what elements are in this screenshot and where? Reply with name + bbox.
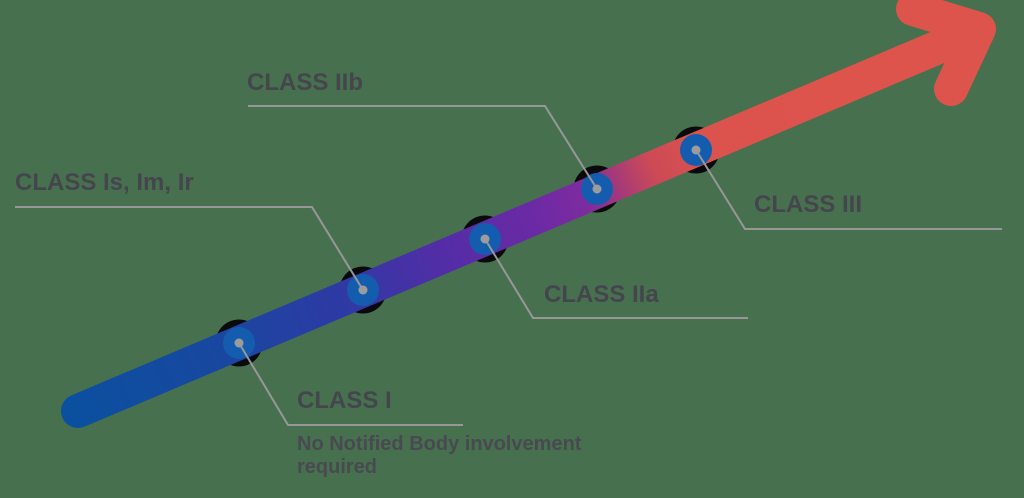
connector-class-is	[15, 206, 364, 291]
marker-class-is-pin	[358, 285, 368, 295]
marker-class-iia-pin	[480, 234, 490, 244]
class-iia-label: CLASS IIa	[544, 281, 659, 308]
label-connectors	[15, 105, 1002, 426]
marker-class-iii-pin	[691, 145, 701, 155]
risk-arrow-shaft	[61, 26, 965, 428]
marker-pins	[234, 145, 701, 348]
class-iib-label: CLASS IIb	[247, 69, 364, 96]
class-is-im-ir-label: CLASS Is, Im, Ir	[15, 169, 194, 196]
marker-class-iib-pin	[592, 184, 602, 194]
risk-arrowhead-icon	[896, 0, 996, 106]
marker-class-i-pin	[234, 338, 244, 348]
class-i-note: No Notified Body involvement required	[297, 433, 582, 478]
class-i-label: CLASS I	[297, 387, 392, 414]
class-iii-label: CLASS III	[754, 191, 863, 218]
connector-class-i	[238, 342, 463, 426]
connector-class-iii	[695, 149, 1002, 230]
connector-class-iib	[248, 105, 598, 190]
connector-class-iia	[484, 238, 748, 319]
